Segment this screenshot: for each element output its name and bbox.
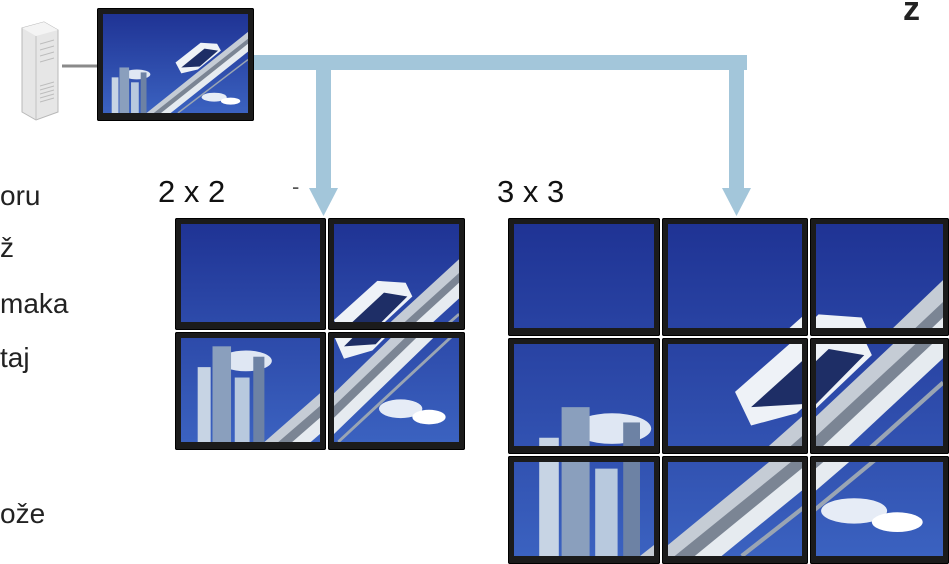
wall-2x2-panel (175, 218, 326, 330)
wall-3x3-panel (810, 456, 949, 564)
text-fragment-3: maka (0, 288, 69, 319)
corner-mark: z (903, 0, 920, 28)
label-3x3: 3 x 3 (497, 174, 565, 209)
text-fragment-4: taj (0, 342, 30, 373)
text-fragment-5: ože (0, 498, 46, 529)
wall-3x3-panel (810, 338, 949, 454)
wall-3x3-panel (508, 456, 660, 564)
wall-3x3-panel (662, 338, 808, 454)
wall-3x3-panel (508, 218, 660, 336)
arrow-down-icon (309, 188, 338, 216)
monitor-icon (103, 14, 248, 113)
distribution-pipe (252, 55, 747, 190)
wall-3x3-panel (662, 456, 808, 564)
source-display (97, 8, 254, 121)
text-fragment-2: ž (0, 232, 14, 263)
wall-3x3-panel (662, 218, 808, 336)
wall-2x2-panel (328, 218, 465, 330)
wall-2x2-panel (175, 332, 326, 450)
wall-2x2-panel (328, 332, 465, 450)
wall-3x3-panel (810, 218, 949, 336)
wall-3x3-panel (508, 338, 660, 454)
arrow-down-icon (722, 188, 751, 216)
label-2x2-mark: ‑ (292, 174, 300, 199)
text-fragment-1: oru (0, 180, 41, 211)
label-2x2: 2 x 2 (158, 174, 226, 209)
